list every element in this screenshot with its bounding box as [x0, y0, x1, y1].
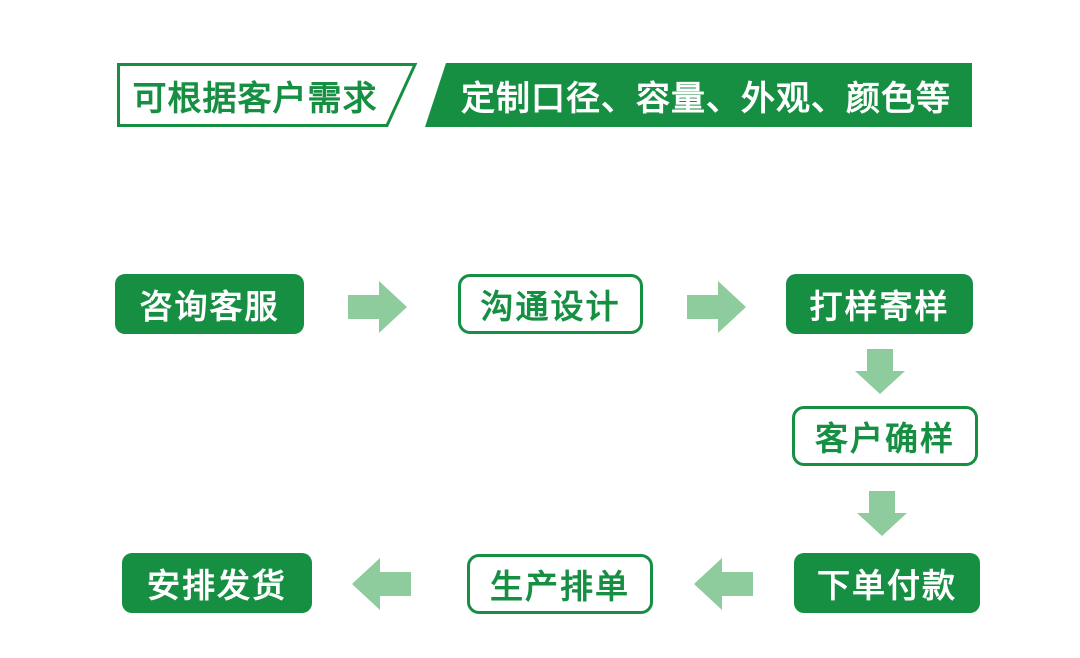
flow-step-confirm-sample: 客户确样 — [792, 406, 978, 466]
flow-step-consult-service: 咨询客服 — [115, 274, 304, 334]
arrow-left-icon — [694, 558, 753, 610]
flow-step-discuss-design: 沟通设计 — [458, 274, 643, 334]
flow-step-arrange-shipment: 安排发货 — [122, 553, 312, 613]
banner-customer-needs-label: 可根据客户需求 — [132, 79, 378, 118]
arrow-left-icon — [352, 558, 411, 610]
flow-step-production-schedule: 生产排单 — [467, 554, 653, 614]
banner-right-trapezoid-shape — [425, 63, 972, 127]
banner-custom-options-label: 定制口径、容量、外观、颜色等 — [461, 79, 951, 118]
banner-left-trapezoid-shape — [117, 63, 418, 127]
arrow-right-icon — [348, 281, 407, 333]
flow-step-make-sample: 打样寄样 — [786, 274, 973, 334]
flow-step-place-order: 下单付款 — [794, 553, 980, 613]
banner-custom-options: 定制口径、容量、外观、颜色等 — [424, 61, 974, 129]
arrow-down-icon — [857, 491, 907, 536]
arrow-down-icon — [855, 349, 905, 394]
arrow-right-icon — [687, 281, 746, 333]
banner-customer-needs: 可根据客户需求 — [115, 61, 419, 129]
